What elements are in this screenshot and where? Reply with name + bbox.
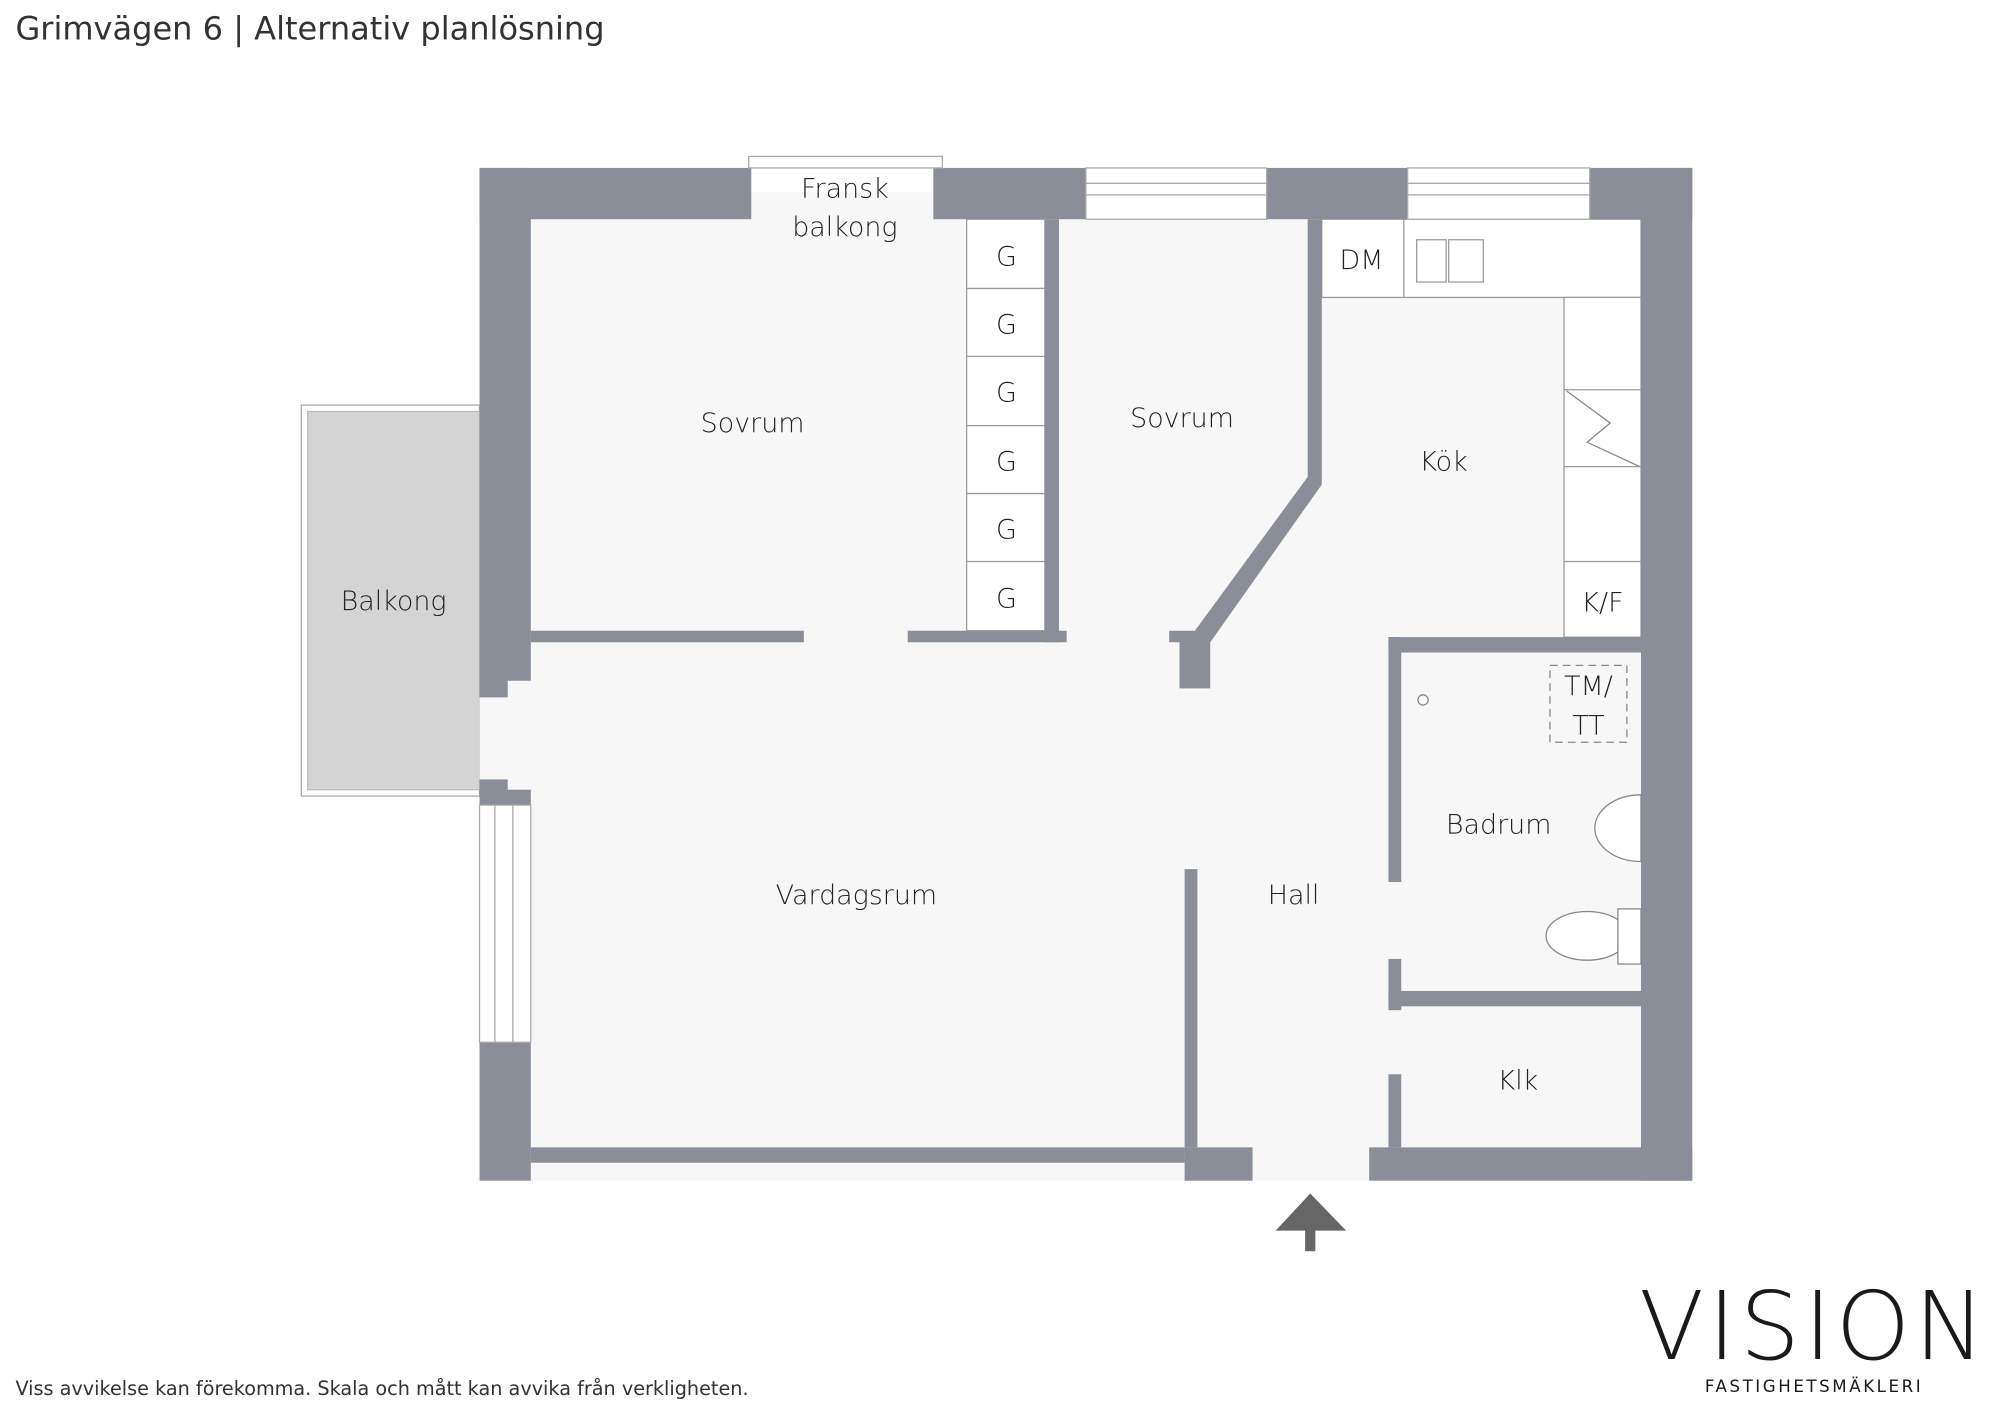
wardrobe-label: G: [996, 446, 1017, 477]
label-balkong: Balkong: [341, 586, 447, 617]
fridge-freezer-label: K/F: [1581, 587, 1623, 618]
washbasin-icon: [1594, 794, 1642, 863]
sink-icon: [1415, 239, 1447, 283]
windows: [478, 155, 1591, 1043]
wardrobe-label: G: [996, 377, 1017, 408]
label-badrum: Badrum: [1446, 809, 1552, 840]
wardrobe-label: G: [996, 309, 1017, 340]
wardrobe-label: G: [996, 514, 1017, 545]
label-klk: Klk: [1498, 1066, 1539, 1097]
disclaimer: Viss avvikelse kan förekomma. Skala och …: [15, 1377, 748, 1400]
walls: [479, 167, 1693, 1181]
stove-icon: [1566, 390, 1640, 468]
wardrobe-column: [966, 218, 1046, 632]
apartment-floor: [479, 192, 1641, 1181]
label-sovrum-1: Sovrum: [701, 408, 805, 439]
toilet-icon: [1545, 910, 1629, 961]
wardrobe-label: G: [996, 241, 1017, 272]
label-sovrum-2: Sovrum: [1130, 403, 1234, 434]
shower-icon: [1417, 694, 1429, 706]
label-hall: Hall: [1268, 880, 1320, 911]
page-title: Grimvägen 6 | Alternativ planlösning: [15, 10, 604, 48]
tm-label: TM/: [1564, 671, 1613, 702]
label-kok: Kök: [1419, 446, 1467, 477]
wardrobe-label: G: [996, 584, 1017, 615]
entrance-arrow-icon: [1275, 1193, 1347, 1252]
tt-label: TT: [1572, 711, 1604, 742]
label-vardagsrum: Vardagsrum: [776, 880, 937, 911]
logo-subtitle: FASTIGHETSMÄKLERI: [1705, 1377, 1923, 1396]
balcony: [307, 410, 481, 791]
logo-vision: VISION: [1639, 1272, 1989, 1382]
label-fransk: Fransk: [801, 173, 889, 204]
label-balkong-french: balkong: [792, 212, 897, 243]
dishwasher-label: DM: [1340, 245, 1384, 276]
washer-dryer-outline: [1549, 664, 1628, 743]
